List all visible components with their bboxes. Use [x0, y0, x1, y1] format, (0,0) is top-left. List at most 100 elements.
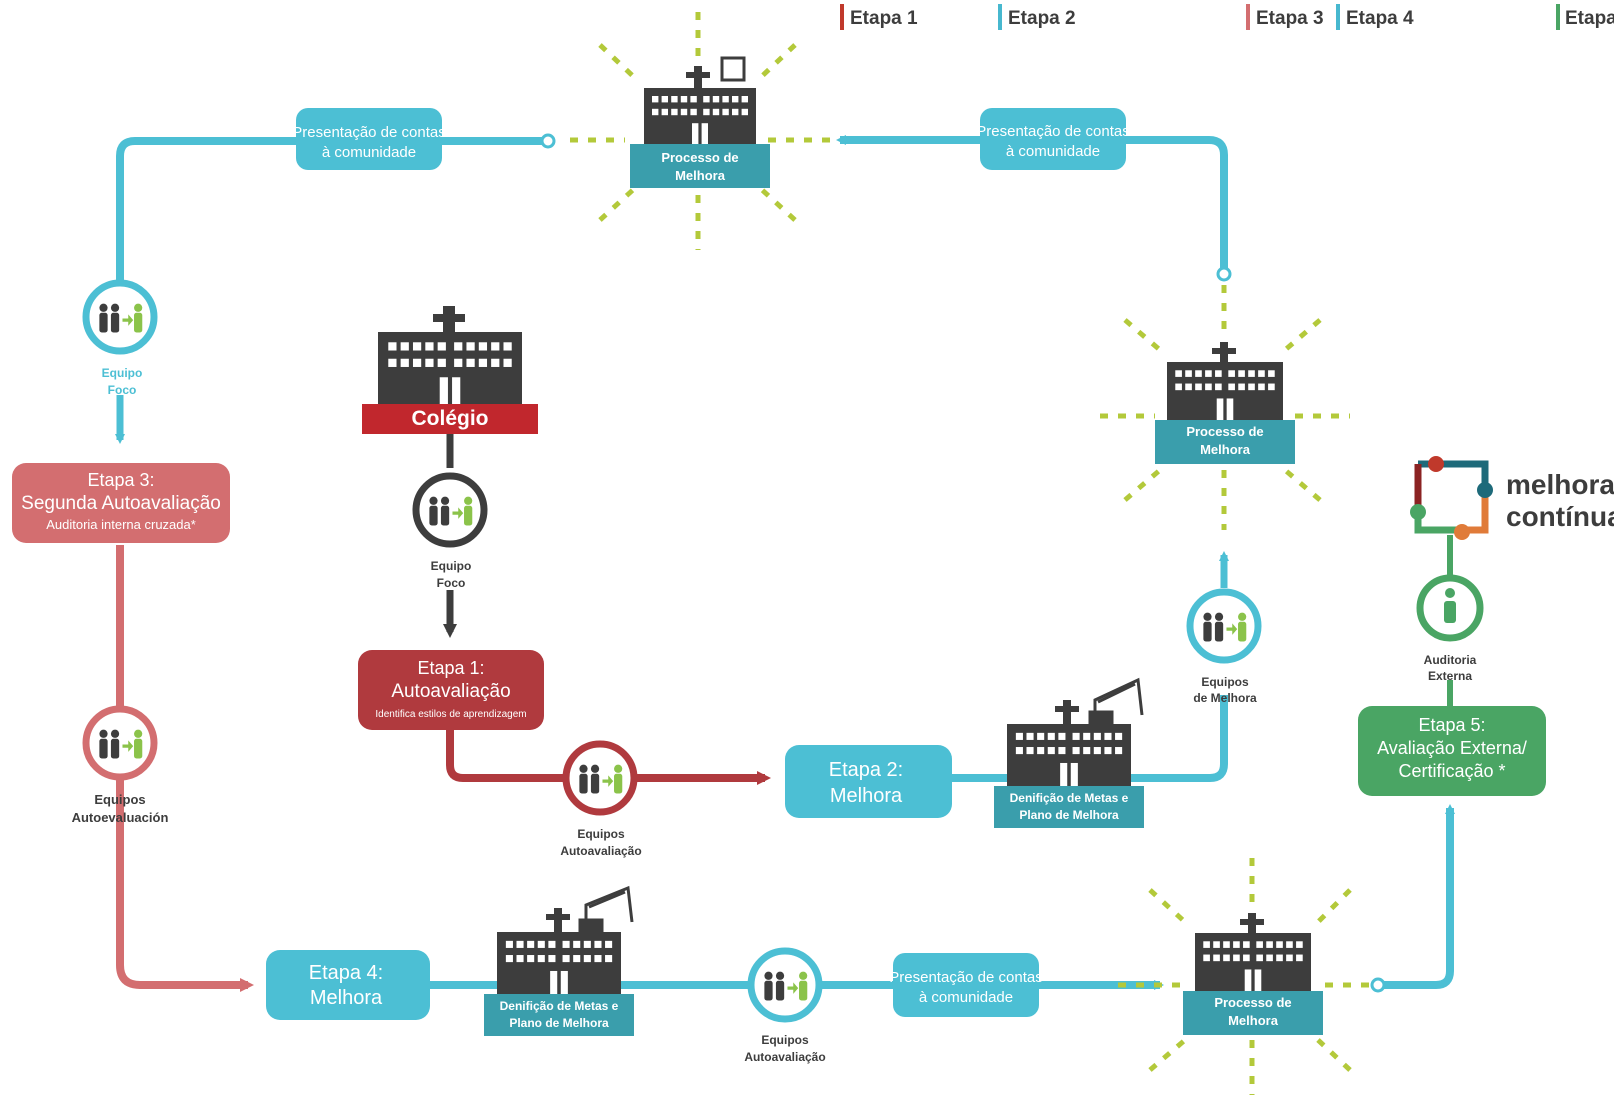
team-equipos-autoavaliacao-mid: Equipos Autoavaliação: [560, 740, 642, 858]
building-label-bg: [994, 786, 1144, 828]
stage-subtitle: Segunda Autoavaliação: [21, 493, 221, 514]
team-equipo-foco-left: Equipo Foco: [82, 279, 158, 397]
pill-presentacao-top-left: Presentação de contas à comunidade: [292, 108, 446, 170]
team-label-l2: Externa: [1428, 669, 1472, 683]
building-label-l1: Processo de: [1186, 424, 1263, 439]
legend-swatch-etapa4: [1336, 4, 1340, 30]
stage-title: Etapa 2:: [829, 759, 904, 781]
building-label-l2: Melhora: [1200, 442, 1251, 457]
building-label-l2: Melhora: [1228, 1013, 1279, 1028]
college-building: Colégio: [362, 306, 538, 434]
stage-etapa3: Etapa 3: Segunda Autoavaliação Auditoria…: [12, 463, 230, 543]
team-equipos-autoavaliacao-bottom: Equipos Autoavaliação: [744, 947, 826, 1064]
legend-swatch-etapa3: [1246, 4, 1250, 30]
team-label-l2: Foco: [108, 383, 137, 397]
connector-etapa1-to-etapa2: [446, 730, 771, 785]
legend-swatch-etapa2: [998, 4, 1002, 30]
connector-node: [540, 133, 556, 149]
building-label-l1: Denifição de Metas e: [1010, 791, 1129, 805]
college-label-bg: [362, 404, 538, 434]
team-equipos-melhora: Equipos de Melhora: [1186, 588, 1262, 705]
stage-subtitle: Autoavaliação: [391, 681, 510, 702]
brand-line2: contínua: [1506, 501, 1614, 532]
team-auditoria-externa: Auditoria Externa: [1416, 574, 1484, 683]
building-definicao-right: Denifição de Metas e Plano de Melhora: [994, 677, 1144, 828]
connector-to-etapa5: [1378, 804, 1455, 989]
pill-line2: à comunidade: [322, 144, 416, 161]
building-processo-bottom: Processo de Melhora: [1118, 858, 1370, 1095]
legend-etapa4: Etapa 4: [1346, 8, 1414, 29]
building-label-bg: [484, 994, 634, 1036]
building-label-bg: [1183, 991, 1323, 1035]
pill-line1: Presentação de contas: [889, 969, 1042, 986]
team-label-l1: Equipos: [761, 1033, 809, 1047]
pill-presentacao-bottom: Presentação de contas à comunidade: [889, 953, 1043, 1017]
stage-line2: Avaliação Externa/: [1377, 738, 1527, 758]
stage-title: Etapa 4:: [309, 962, 384, 984]
stage-etapa1: Etapa 1: Autoavaliação Identifica estilo…: [358, 650, 544, 730]
stage-etapa2: Etapa 2: Melhora: [785, 745, 952, 818]
team-equipo-foco-center: Equipo Foco: [412, 472, 488, 590]
building-label-l1: Denifição de Metas e: [500, 999, 619, 1013]
building-label-bg: [630, 144, 770, 188]
legend-etapa2: Etapa 2: [1008, 8, 1076, 29]
stage-title: Etapa 5:: [1418, 715, 1485, 735]
team-label-l1: Equipos: [94, 792, 145, 807]
stage-subtitle: Melhora: [830, 785, 903, 807]
connector-node: [1216, 266, 1232, 282]
stage-subtitle: Melhora: [310, 987, 383, 1009]
stage-line3: Certificação *: [1398, 761, 1505, 781]
connector-etapa3-to-etapa4: [116, 545, 254, 992]
legend-etapa1: Etapa 1: [850, 8, 918, 29]
stage-title: Etapa 1:: [417, 658, 484, 678]
team-label-l2: Autoevaluación: [72, 810, 169, 825]
legend-swatch-etapa1: [840, 4, 844, 30]
legend-etapa5: Etapa: [1565, 8, 1614, 29]
crane-icon: [578, 885, 634, 934]
team-equipos-autoevaluacion: Equipos Autoevaluación: [72, 705, 169, 825]
legend: Etapa 1 Etapa 2 Etapa 3 Etapa 4 Etapa: [840, 4, 1614, 30]
team-label-l2: Foco: [437, 576, 466, 590]
building-label-l1: Processo de: [661, 150, 738, 165]
legend-etapa3: Etapa 3: [1256, 8, 1324, 29]
team-label-l1: Equipos: [1201, 675, 1249, 689]
brand-logo: melhora contínua: [1410, 456, 1614, 540]
stage-title: Etapa 3:: [87, 470, 154, 490]
connector-etapa2-right: [952, 695, 1228, 782]
crane-icon: [1088, 677, 1144, 726]
team-label-l1: Equipos: [577, 827, 625, 841]
college-label: Colégio: [412, 407, 489, 430]
sunburst-rays: [1118, 858, 1370, 1095]
pill-line2: à comunidade: [919, 989, 1013, 1006]
legend-swatch-etapa5: [1556, 4, 1560, 30]
team-label-l2: Autoavaliação: [560, 844, 641, 858]
brand-line1: melhora: [1506, 469, 1614, 500]
sunburst-rays: [1100, 285, 1350, 530]
connector-top-right: [836, 135, 1228, 275]
building-label-l2: Plano de Melhora: [1019, 808, 1119, 822]
person-icon: [1445, 588, 1455, 598]
team-label-l1: Equipo: [102, 366, 143, 380]
building-processo-right: Processo de Melhora: [1100, 285, 1350, 530]
building-definicao-bottom: Denifição de Metas e Plano de Melhora: [484, 885, 634, 1036]
building-label-l1: Processo de: [1214, 995, 1291, 1010]
pill-presentacao-top-right: Presentação de contas à comunidade: [976, 108, 1130, 170]
building-label-l2: Melhora: [675, 168, 726, 183]
team-label-l1: Equipo: [431, 559, 472, 573]
building-label-l2: Plano de Melhora: [509, 1016, 609, 1030]
logo-mini-icon: [720, 56, 746, 82]
connector-top-left: [116, 137, 548, 282]
team-label-l1: Auditoria: [1424, 653, 1477, 667]
stage-etapa4: Etapa 4: Melhora: [266, 950, 430, 1020]
building-processo-top: Processo de Melhora: [570, 12, 830, 250]
connector-node: [1370, 977, 1386, 993]
stage-etapa5: Etapa 5: Avaliação Externa/ Certificação…: [1358, 706, 1546, 796]
stage-note: Identifica estilos de aprendizagem: [375, 709, 526, 720]
pill-line1: Presentação de contas: [292, 124, 445, 141]
team-label-l2: de Melhora: [1193, 691, 1257, 705]
building-label-bg: [1155, 420, 1295, 464]
pill-line1: Presentação de contas: [976, 123, 1129, 140]
pill-line2: à comunidade: [1006, 143, 1100, 160]
stage-note: Auditoria interna cruzada*: [46, 517, 196, 532]
